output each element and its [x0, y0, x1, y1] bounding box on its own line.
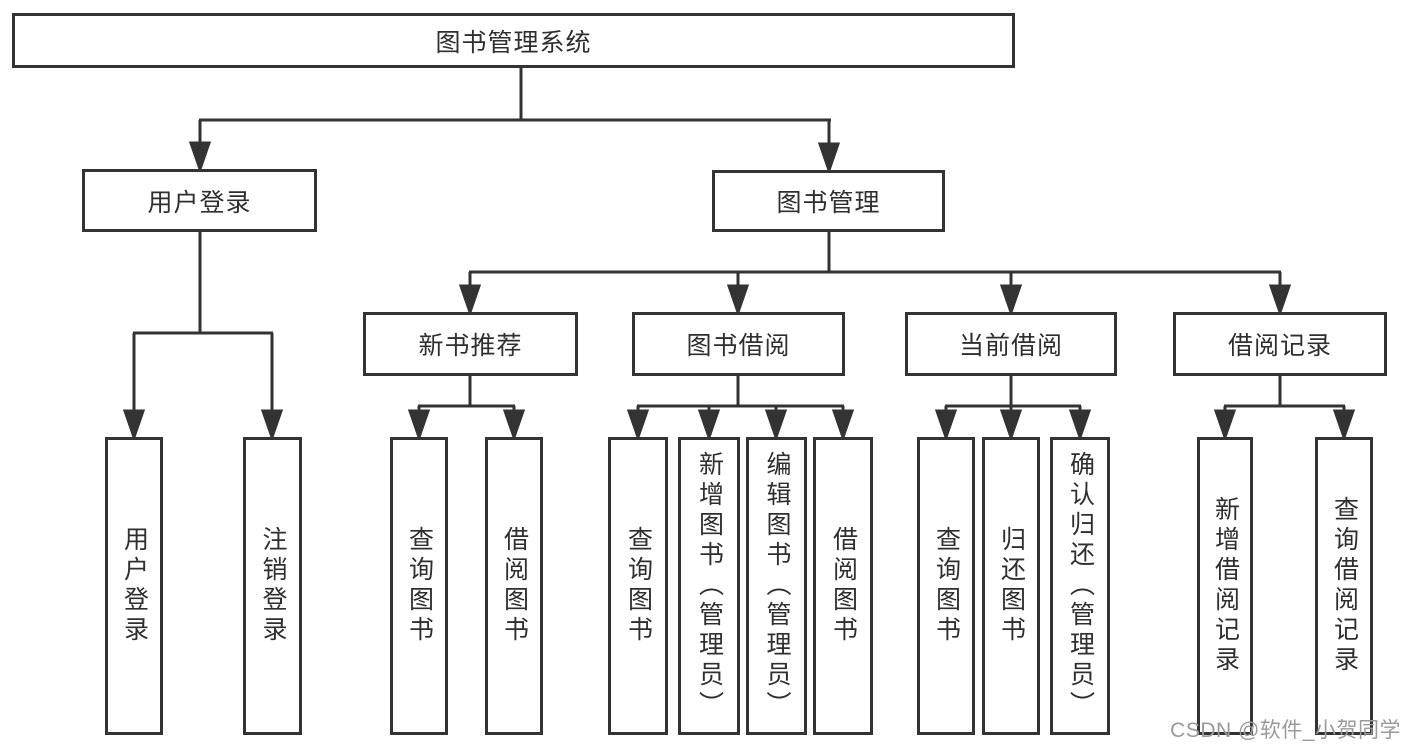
leaf-newrec-borrow-books: 借阅图书	[485, 437, 543, 735]
leaf-newrec-query-books: 查询图书	[390, 437, 448, 735]
leaf-current-confirm-return-admin: 确认归还（管理员）	[1050, 437, 1110, 735]
node-borrow-records: 借阅记录	[1173, 312, 1387, 376]
leaf-current-query-books-label: 查询图书	[932, 526, 961, 646]
leaf-newrec-query-books-label: 查询图书	[405, 526, 434, 646]
leaf-records-add-record-label: 新增借阅记录	[1211, 496, 1240, 676]
leaf-user-login: 用户登录	[105, 437, 163, 735]
leaf-borrow-borrow-books: 借阅图书	[813, 437, 873, 735]
node-book-borrow: 图书借阅	[632, 312, 845, 376]
node-book-management: 图书管理	[712, 170, 945, 232]
leaf-borrow-borrow-books-label: 借阅图书	[829, 526, 858, 646]
leaf-borrow-add-books-admin: 新增图书（管理员）	[678, 437, 740, 735]
node-user-login: 用户登录	[82, 169, 317, 232]
leaf-borrow-edit-books-admin-label: 编辑图书（管理员）	[763, 451, 791, 721]
leaf-logout: 注销登录	[243, 437, 302, 735]
connector-book-borrow-children	[626, 376, 855, 442]
connector-new-book-recommend-children	[407, 376, 526, 442]
leaf-records-query-record: 查询借阅记录	[1315, 437, 1373, 735]
leaf-records-add-record: 新增借阅记录	[1197, 437, 1253, 735]
leaf-borrow-edit-books-admin: 编辑图书（管理员）	[746, 437, 807, 735]
node-current-borrow: 当前借阅	[905, 312, 1117, 376]
connector-root-to-level2	[188, 68, 841, 175]
leaf-newrec-borrow-books-label: 借阅图书	[500, 526, 529, 646]
leaf-records-query-record-label: 查询借阅记录	[1330, 496, 1359, 676]
leaf-borrow-query-books-label: 查询图书	[624, 526, 653, 646]
leaf-logout-label: 注销登录	[259, 526, 287, 646]
leaf-borrow-query-books: 查询图书	[608, 437, 668, 735]
connector-current-borrow-children	[934, 376, 1092, 442]
leaf-user-login-label: 用户登录	[120, 526, 149, 646]
leaf-current-query-books: 查询图书	[917, 437, 975, 735]
csdn-watermark: CSDN @软件_小贺同学	[1170, 719, 1401, 742]
connector-borrow-records-children	[1213, 376, 1356, 442]
leaf-current-return-books: 归还图书	[982, 437, 1040, 735]
node-root-system: 图书管理系统	[12, 13, 1015, 68]
node-new-book-recommend: 新书推荐	[363, 312, 578, 376]
leaf-current-confirm-return-admin-label: 确认归还（管理员）	[1066, 451, 1095, 721]
leaf-borrow-add-books-admin-label: 新增图书（管理员）	[695, 451, 724, 721]
connector-book-management-children	[458, 232, 1292, 317]
leaf-current-return-books-label: 归还图书	[997, 526, 1026, 646]
connector-user-login-children	[122, 232, 284, 442]
